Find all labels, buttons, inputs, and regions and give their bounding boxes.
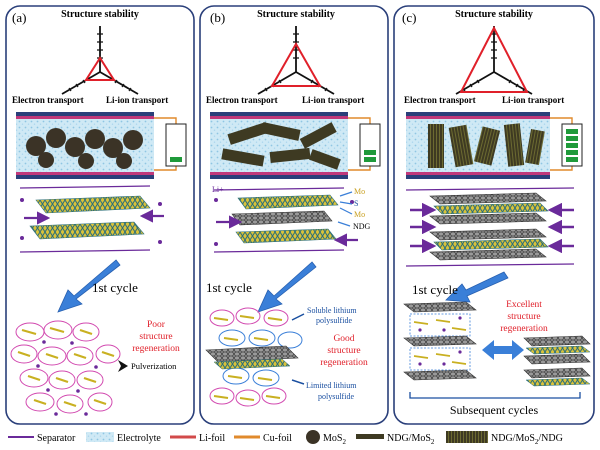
- legend: Separator Electrolyte Li-foil Cu-foil Mo…: [8, 430, 563, 446]
- panel-a-cycle-label: 1st cycle: [92, 280, 138, 295]
- panel-a-stability-triangle: [61, 26, 139, 95]
- panel-b-note-line2: structure: [327, 346, 360, 356]
- panel-a-cycle-arrow: [57, 259, 121, 313]
- legend-mos2-swatch: [306, 430, 320, 444]
- panel-a-pulverization: Pulverization: [131, 361, 177, 371]
- legend-cu-foil: Cu-foil: [263, 433, 292, 444]
- panel-b-cell: [210, 112, 381, 179]
- legend-ndg-mos2-ndg-swatch: [446, 431, 488, 443]
- panel-c-note-line2: structure: [507, 312, 540, 322]
- panel-c-cycle-label: 1st cycle: [412, 282, 458, 297]
- panel-b-soluble-line2: polysulfide: [316, 316, 352, 325]
- panel-c-reversible-arrow: [482, 340, 524, 360]
- panel-b-soluble-line1: Soluble lithium: [307, 306, 357, 315]
- panel-b-note-line3: regeneration: [320, 358, 368, 368]
- panel-c-note-line3: regeneration: [500, 324, 548, 334]
- panel-b-mo-bottom: Mo: [354, 210, 365, 219]
- panel-a: (a) Structure stability Electron transpo…: [5, 5, 195, 425]
- panel-b-stability-triangle: [257, 26, 335, 95]
- panel-c-cycle-arrow: [445, 271, 509, 303]
- panel-c-title: Structure stability: [455, 9, 533, 20]
- panel-a-note-line2: structure: [139, 332, 172, 342]
- pulverization-arrow: [118, 360, 128, 372]
- panel-a-title: Structure stability: [61, 9, 139, 20]
- panel-c-electron-transport: Electron transport: [404, 95, 476, 105]
- panel-b-note-line1: Good: [333, 334, 354, 344]
- legend-li-foil: Li-foil: [199, 433, 225, 444]
- panel-c-note-line1: Excellent: [506, 300, 542, 310]
- legend-mos2: MoS2: [323, 433, 346, 446]
- panel-a-mos2-layers: [19, 185, 164, 253]
- panel-a-li-ion-transport: Li-ion transport: [106, 95, 168, 105]
- panel-b-title: Structure stability: [257, 9, 335, 20]
- panel-b: (b) Structure stability Electron transpo…: [199, 5, 389, 425]
- panel-c-stability-triangle: [455, 25, 533, 95]
- panel-b-li-label: Li+: [212, 185, 224, 194]
- panel-a-note-line1: Poor: [147, 320, 166, 330]
- panel-c-label: (c): [402, 10, 416, 25]
- panel-c-cell: [406, 112, 583, 179]
- panel-a-cell: [16, 112, 187, 179]
- panel-b-ndg-label: NDG: [353, 222, 371, 231]
- panel-a-pulverized-fragments: [10, 320, 121, 416]
- panel-c: (c) Structure stability Electron transpo…: [393, 5, 595, 425]
- panel-c-delithiated-stack: [523, 335, 591, 387]
- legend-ndg-mos2-swatch: [356, 434, 384, 439]
- panel-c-sandwich-layers: [405, 187, 575, 267]
- panel-c-li-ion-transport: Li-ion transport: [502, 95, 564, 105]
- legend-electrolyte-swatch: [86, 432, 114, 442]
- panel-b-mo-top: Mo: [354, 187, 365, 196]
- panel-b-s-label: S: [354, 199, 358, 208]
- panel-b-cycle-label: 1st cycle: [206, 280, 252, 295]
- panel-c-subsequent: Subsequent cycles: [450, 403, 539, 417]
- panel-c-subsequent-bracket: [409, 392, 581, 399]
- legend-ndg-mos2: NDG/MoS2: [387, 433, 435, 446]
- panel-b-cycle-arrow: [257, 261, 317, 313]
- panel-c-lithiated-stack: [403, 301, 477, 381]
- panel-b-hybrid-layers: [213, 187, 358, 253]
- panel-a-frame: [5, 5, 195, 425]
- panel-b-limited-arrow: [291, 379, 305, 385]
- panel-b-electron-transport: Electron transport: [206, 95, 278, 105]
- legend-separator: Separator: [37, 433, 76, 444]
- panel-a-note-line3: regeneration: [132, 344, 180, 354]
- panel-b-label: (b): [210, 10, 225, 25]
- legend-ndg-mos2-ndg: NDG/MoS2/NDG: [491, 433, 563, 446]
- panel-a-label: (a): [12, 10, 26, 25]
- panel-b-regenerated-stack: [205, 307, 303, 407]
- panel-a-electron-transport: Electron transport: [12, 95, 84, 105]
- panel-b-li-ion-transport: Li-ion transport: [302, 95, 364, 105]
- legend-electrolyte: Electrolyte: [117, 433, 161, 444]
- panel-b-limited-line2: polysulfide: [318, 392, 354, 401]
- panel-b-soluble-arrow: [291, 313, 305, 321]
- panel-b-limited-line1: Limited lithium: [306, 381, 357, 390]
